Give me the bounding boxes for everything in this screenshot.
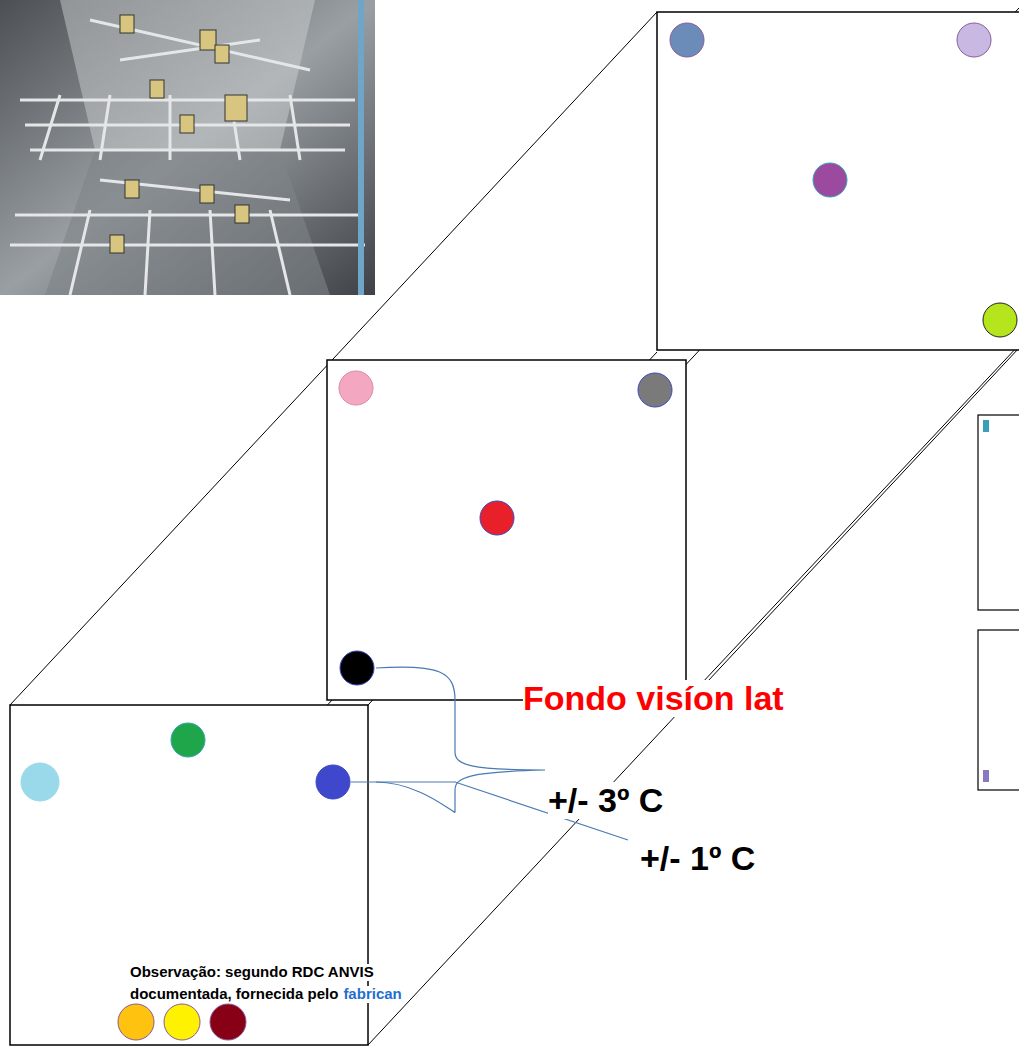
- tolerance-label: +/- 1º C: [640, 840, 755, 877]
- note-link: fabrican: [343, 986, 401, 1003]
- chamber-photo: [0, 0, 375, 295]
- side-panel: [978, 415, 1019, 790]
- note-text: documentada, fornecida pelo: [130, 986, 338, 1003]
- sensor-dot: [21, 23, 1017, 1040]
- face-square: [10, 12, 1019, 1045]
- view-label: Fondo visíon lat: [523, 680, 784, 717]
- tolerance-label: +/- 3º C: [548, 782, 663, 819]
- note-text: Observação: segundo RDC ANVIS: [130, 964, 374, 981]
